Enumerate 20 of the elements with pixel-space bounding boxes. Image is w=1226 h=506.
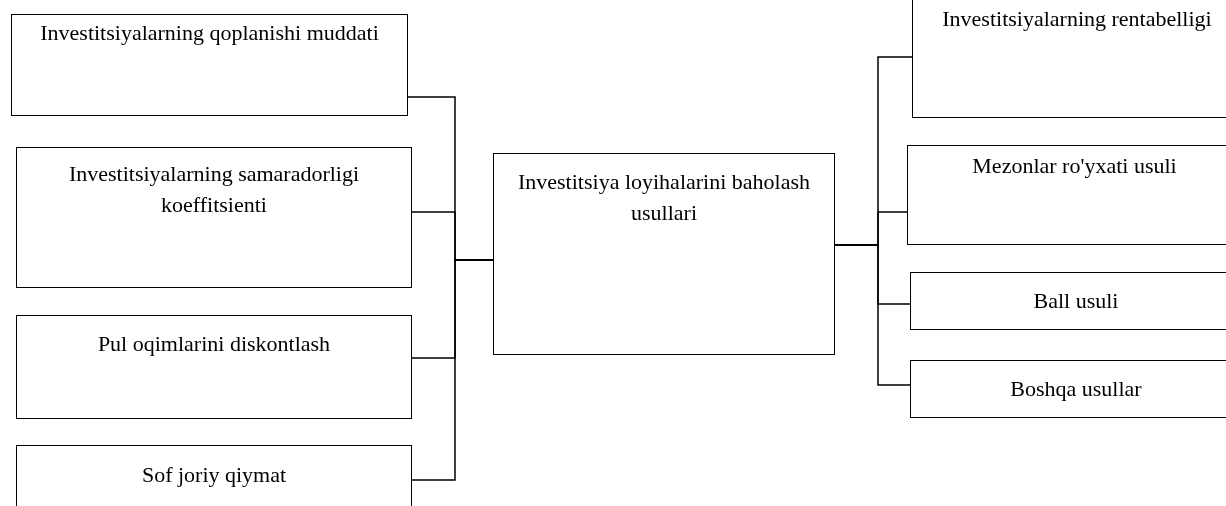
connector-line [834, 244, 911, 386]
box-label: Investitsiyalarning samaradorligi koeffitsienti [67, 160, 361, 219]
method-box [11, 14, 408, 116]
box-label: Mezonlar ro'yxati usuli [971, 152, 1178, 180]
box-label: Boshqa usullar [1009, 375, 1143, 403]
method-box [912, 0, 1226, 118]
method-box [910, 360, 1226, 418]
box-label: Investitsiyalarning qoplanishi muddati [39, 19, 380, 47]
box-label: Pul oqimlarini diskontlash [96, 330, 332, 358]
box-label: Ball usuli [1032, 287, 1120, 315]
connector-line [411, 259, 494, 481]
box-label: Investitsiyalarning rentabelligi [941, 5, 1213, 33]
box-label: Sof joriy qiymat [140, 461, 288, 489]
method-box [16, 445, 412, 506]
method-box [493, 153, 835, 355]
method-box [16, 147, 412, 288]
method-box [910, 272, 1226, 330]
box-label: Investitsiya loyihalarini baholash usullari [516, 168, 812, 227]
method-box [907, 145, 1226, 245]
method-box [16, 315, 412, 419]
